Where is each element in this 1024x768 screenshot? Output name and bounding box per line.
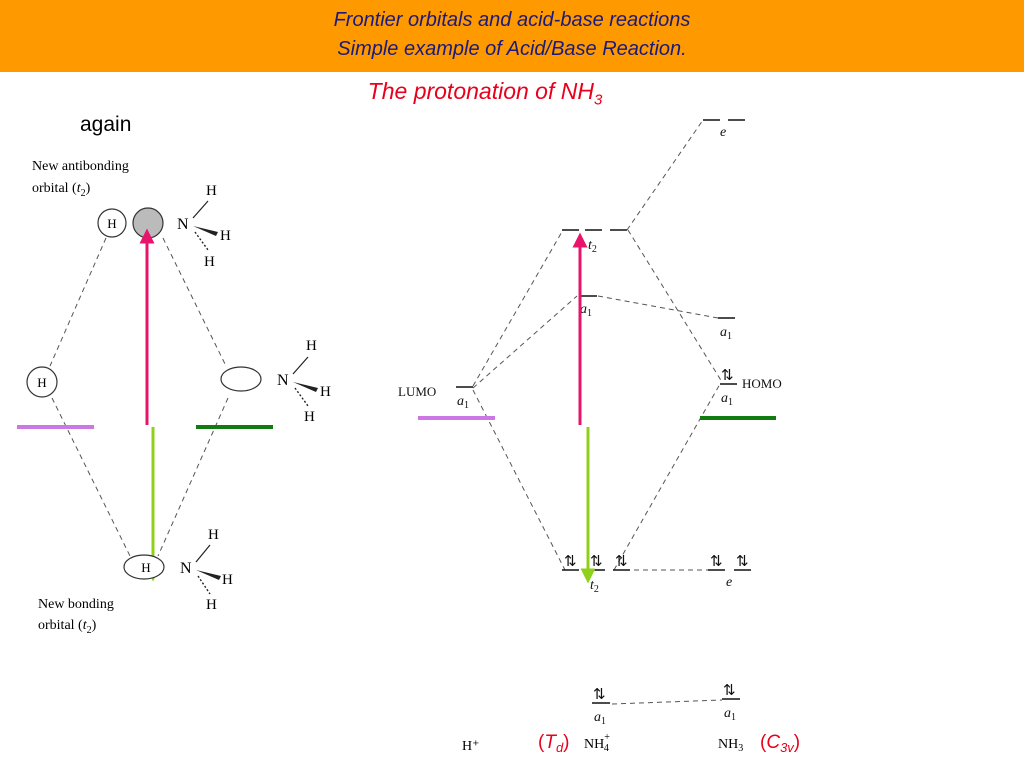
right-correlation-lines <box>472 119 723 705</box>
h-orbital-circle-top <box>97 208 127 238</box>
label-e-top: e <box>720 125 726 140</box>
label-t2-top: t2 <box>588 238 597 255</box>
banner-title-line2: Simple example of Acid/Base Reaction. <box>337 38 687 60</box>
atom-n-bottom: N <box>180 560 192 577</box>
label-nh4: NH+4 <box>584 732 610 754</box>
electron-pairs: ⇅ ⇅ ⇅ ⇅ ⇅ ⇅ ⇅ ⇅ <box>564 366 749 703</box>
lone-pair-orbital <box>220 366 262 392</box>
antibonding-label-line1: New antibonding <box>32 159 129 174</box>
atom-h-top: H <box>107 216 116 231</box>
homo-label: HOMO <box>742 376 782 391</box>
atom-h-mid: H <box>37 375 46 390</box>
bonding-label-line2: orbital (t2) <box>38 618 97 636</box>
pair-homo: ⇅ <box>721 366 734 384</box>
pair-a1-nh3: ⇅ <box>723 681 736 699</box>
label-c3v: (C3v) <box>760 732 800 755</box>
bonding-orbital-ellipse <box>123 554 165 580</box>
pair-t2-2: ⇅ <box>590 552 603 570</box>
antibonding-label-line2: orbital (t2) <box>32 181 91 199</box>
right-energy-levels <box>456 119 751 704</box>
right-diagram: ⇅ ⇅ ⇅ ⇅ ⇅ ⇅ ⇅ ⇅ LUMO a1 t2 a1 e a1 a1 HO… <box>398 119 800 755</box>
atom-h-mid-2: H <box>320 384 331 400</box>
atom-h-bottom-2: H <box>222 572 233 588</box>
label-td: (Td) <box>538 732 570 755</box>
h-orbital-circle-mid <box>26 366 58 398</box>
pair-e-2: ⇅ <box>736 552 749 570</box>
slide-subtitle: The protonation of NH3 <box>0 78 970 109</box>
label-a1-nh3: a1 <box>724 706 736 723</box>
bonding-label-line1: New bonding <box>38 597 114 612</box>
atom-h-top-1: H <box>206 183 217 199</box>
label-a1-nh4: a1 <box>594 710 606 727</box>
atom-h-mid-3: H <box>304 409 315 425</box>
atom-h-bottom-1: H <box>208 527 219 543</box>
atom-n-top: N <box>177 216 189 233</box>
banner-title-line1: Frontier orbitals and acid-base reaction… <box>333 9 691 31</box>
subtitle-subscript: 3 <box>593 91 603 109</box>
atom-n-mid: N <box>277 372 289 389</box>
lumo-label: LUMO <box>398 384 436 399</box>
pair-a1-nh4: ⇅ <box>593 685 606 703</box>
label-a1-homo: a1 <box>721 391 733 408</box>
left-diagram: New antibonding orbital (t2) H N H H H H… <box>17 159 331 636</box>
pair-e-1: ⇅ <box>710 552 723 570</box>
label-t2-bottom: t2 <box>590 578 599 595</box>
atom-h-bottom: H <box>141 560 150 575</box>
label-a1-right: a1 <box>720 325 732 342</box>
atom-h-top-2: H <box>220 228 231 244</box>
symmetry-labels: LUMO a1 t2 a1 e a1 a1 HOMO t2 e a1 a1 <box>398 125 782 727</box>
title-banner: Frontier orbitals and acid-base reaction… <box>0 0 1024 72</box>
pair-t2-1: ⇅ <box>564 552 577 570</box>
label-e-bottom: e <box>726 575 732 590</box>
pair-t2-3: ⇅ <box>615 552 628 570</box>
note-again: again <box>80 113 132 136</box>
atom-h-mid-1: H <box>306 338 317 354</box>
shaded-orbital-circle <box>132 207 164 239</box>
subtitle-text: The protonation of NH <box>367 78 594 104</box>
label-a1-lumo: a1 <box>457 394 469 411</box>
atom-h-top-3: H <box>204 254 215 270</box>
atom-h-bottom-3: H <box>206 597 217 613</box>
label-hplus: H⁺ <box>462 739 480 754</box>
label-a1-upper: a1 <box>580 302 592 319</box>
label-nh3: NH3 <box>718 737 743 754</box>
left-correlation-lines <box>49 237 229 557</box>
